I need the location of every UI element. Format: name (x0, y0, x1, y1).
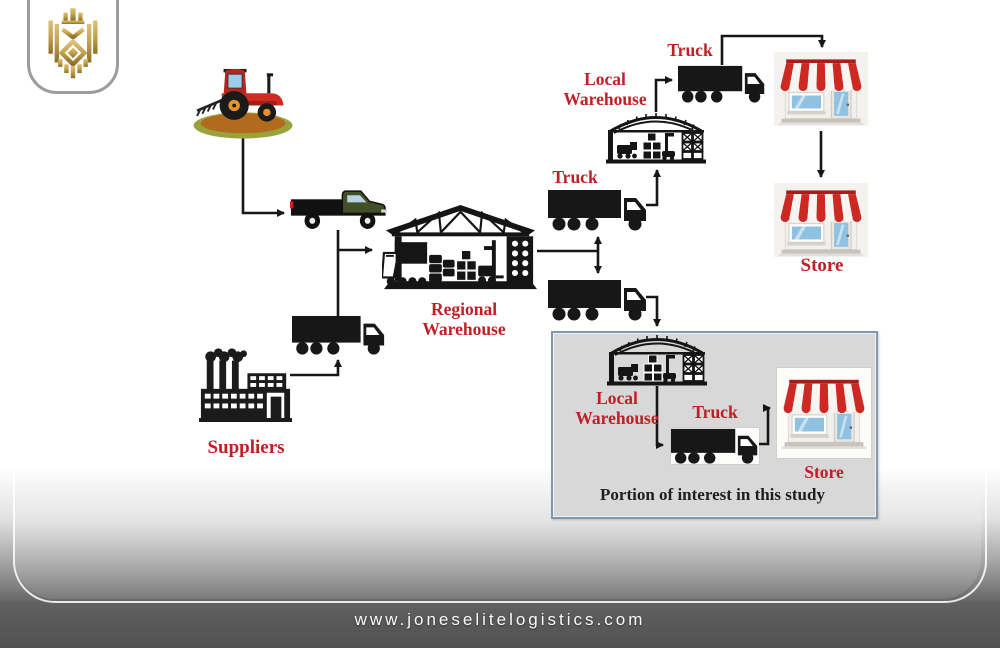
label-store-study: Store (804, 462, 844, 482)
gold-lion-crest-icon (45, 7, 101, 83)
truck-to-local-warehouse-icon (548, 189, 648, 231)
study-box-caption: Portion of interest in this study (600, 485, 825, 504)
regional-warehouse-icon (382, 205, 539, 295)
truck-study-icon (671, 428, 759, 464)
store-top-icon (774, 52, 868, 126)
truck-to-study-warehouse-icon (548, 279, 648, 321)
slide-card-outline (13, 0, 987, 603)
label-local-warehouse-top: Local Warehouse (563, 69, 647, 110)
truck-to-store-icon (678, 65, 766, 103)
label-local-warehouse-study: Local Warehouse (575, 388, 659, 429)
store-bottom-icon (774, 183, 868, 257)
brand-logo-badge (27, 0, 119, 94)
label-truck-top: Truck (667, 40, 713, 60)
pickup-truck-icon (290, 186, 387, 231)
label-truck-study: Truck (692, 402, 738, 422)
factory-truck-icon (292, 315, 386, 355)
label-truck-mid: Truck (552, 167, 598, 187)
label-store-right: Store (800, 255, 844, 276)
local-warehouse-top-icon (606, 112, 706, 164)
label-regional-warehouse: Regional Warehouse (422, 299, 506, 340)
supplier-factory-icon (199, 344, 292, 422)
website-url: www.joneselitelogistics.com (354, 610, 646, 629)
label-suppliers: Suppliers (207, 437, 285, 458)
local-warehouse-study-icon (607, 334, 707, 386)
store-study-icon (777, 368, 871, 458)
farm-tractor-icon (190, 62, 296, 142)
